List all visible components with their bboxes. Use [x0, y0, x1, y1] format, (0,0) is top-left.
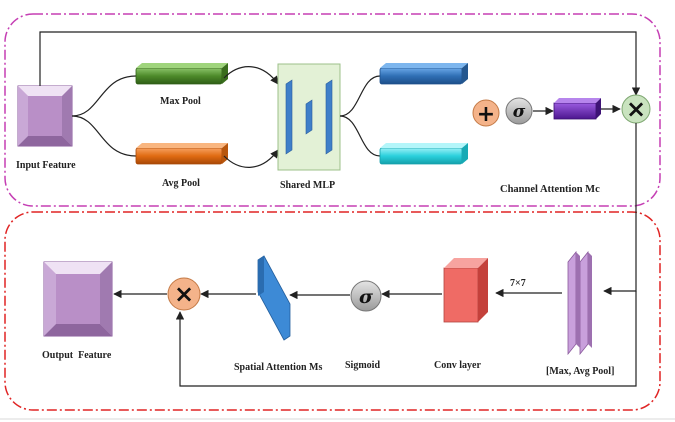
sigma-symbol-spatial: σ [359, 286, 374, 308]
input-feature-label: Input Feature [16, 160, 76, 171]
avgpool-to-mlp-arrow [223, 149, 279, 168]
mlp-output-max-bar [379, 63, 468, 85]
mlp-to-out2 [339, 115, 381, 157]
mlp-output-avg-bar [379, 143, 468, 165]
sigmoid-operator-spatial: σ [350, 280, 382, 312]
sigmoid-operator-channel: σ [505, 97, 533, 125]
shared-mlp-block [277, 63, 341, 171]
skip-connection-channel [39, 31, 641, 96]
shared-mlp-label: Shared MLP [280, 180, 335, 191]
maxpool-to-mlp-arrow [223, 66, 279, 85]
sigma-symbol-channel: σ [513, 102, 526, 122]
max-avg-pool-maps [567, 250, 592, 356]
conv-layer-block [443, 258, 488, 323]
mlp-to-out1 [339, 75, 381, 117]
channel-to-spatial-line [603, 123, 637, 296]
avg-pool-label: Avg Pool [162, 178, 200, 189]
sum-operator: + [472, 99, 500, 127]
max-pool-bar [135, 63, 228, 85]
channel-attention-map [553, 98, 601, 120]
kernel-size-label: 7×7 [510, 278, 526, 289]
multiply-operator-spatial: × [167, 277, 201, 311]
spatial-attention-label: Spatial Attention Ms [234, 362, 322, 373]
channel-attention-border [4, 13, 661, 207]
times-symbol-spatial: × [174, 280, 194, 308]
avg-pool-bar [135, 143, 228, 165]
branch-to-avgpool [71, 115, 137, 157]
skip-connection-spatial [175, 291, 637, 387]
output-feature-block [43, 261, 113, 337]
spatial-attention-map [257, 255, 291, 341]
input-feature-block [17, 85, 73, 147]
times-symbol-channel: × [626, 95, 646, 123]
output-feature-label: Output Feature [42, 350, 112, 361]
branch-to-maxpool [71, 75, 137, 117]
max-pool-label: Max Pool [160, 96, 201, 107]
channel-attention-label: Channel Attention Mc [500, 184, 600, 195]
sigmoid-label: Sigmoid [345, 360, 380, 371]
plus-symbol: + [477, 102, 495, 127]
max-avg-pool-label: [Max, Avg Pool] [546, 366, 614, 377]
conv-layer-label: Conv layer [434, 360, 482, 371]
multiply-operator-channel: × [621, 94, 651, 124]
